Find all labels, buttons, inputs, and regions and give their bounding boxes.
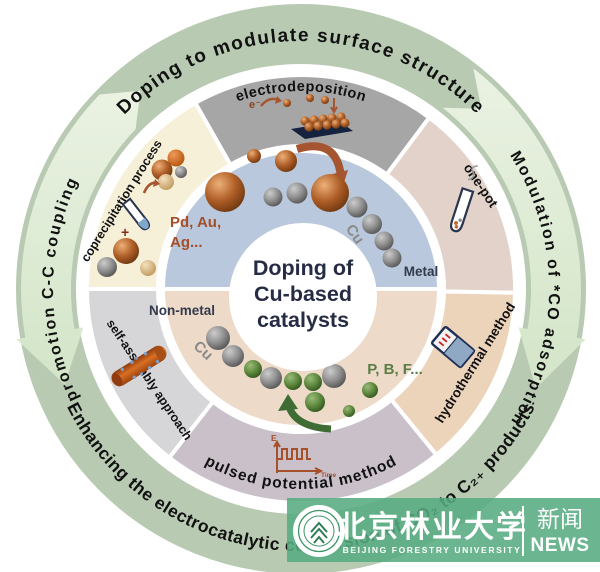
falling-atom bbox=[306, 94, 314, 102]
pulse-time-label: Time bbox=[321, 472, 336, 479]
metal-dopants-line2: Ag... bbox=[170, 234, 203, 251]
coprecipitation-icon: + bbox=[97, 149, 187, 277]
falling-atom bbox=[321, 96, 329, 104]
coprecip-arrowhead bbox=[153, 179, 160, 187]
electron-label: e⁻ bbox=[249, 99, 261, 111]
right-flow-arrow bbox=[442, 68, 586, 389]
metal-dopants-line1: Pd, Au, bbox=[170, 214, 221, 231]
deposit-arrow bbox=[330, 98, 338, 114]
steam-squiggle bbox=[467, 165, 478, 181]
pulse-wave-icon: E Time bbox=[271, 433, 336, 479]
center-title: Doping of Cu-based catalysts bbox=[253, 256, 354, 332]
pulse-e-label: E bbox=[271, 433, 277, 443]
metal-label: Metal bbox=[404, 264, 439, 279]
one-pot-tube-icon bbox=[450, 165, 478, 233]
nonmetal-dopant-spheres bbox=[206, 326, 378, 433]
nanorod-icon bbox=[111, 345, 167, 387]
coprecip-tube bbox=[121, 197, 151, 231]
rod-speckles bbox=[120, 352, 160, 379]
deposited-atoms bbox=[300, 112, 350, 132]
electrodeposition-icon: e⁻ bbox=[249, 94, 353, 139]
news-label-en: NEWS bbox=[531, 535, 590, 556]
plus-sign: + bbox=[121, 224, 129, 240]
university-name-en: BEIJING FORESTRY UNIVERSITY bbox=[343, 545, 522, 555]
autoclave-icon bbox=[430, 325, 476, 369]
metal-dopant-spheres bbox=[205, 142, 402, 268]
center-title-line3: catalysts bbox=[257, 308, 349, 332]
center-title-line1: Doping of bbox=[253, 256, 354, 280]
nonmetal-doping-arrowhead bbox=[278, 394, 298, 411]
center-title-line2: Cu-based bbox=[254, 282, 352, 306]
heat-marks bbox=[438, 333, 451, 347]
center-circle bbox=[229, 223, 377, 371]
electron-arrowhead bbox=[275, 96, 282, 104]
nonmetal-label: Non-metal bbox=[149, 303, 215, 318]
diagram-rings: Doping to modulate surface structure Mod… bbox=[16, 4, 586, 572]
news-label-cn: 新闻 bbox=[537, 507, 583, 533]
university-logo bbox=[293, 505, 345, 557]
logo-chevrons bbox=[310, 521, 328, 544]
university-name-cn: 北京林业大学 bbox=[336, 510, 528, 545]
falling-atom bbox=[283, 99, 291, 107]
metal-doping-arrow bbox=[295, 142, 345, 178]
nonmetal-dopants: P, B, F... bbox=[367, 361, 423, 378]
news-banner: 北京林业大学 BEIJING FORESTRY UNIVERSITY 新闻 NE… bbox=[287, 498, 600, 562]
left-flow-arrow bbox=[16, 90, 141, 385]
